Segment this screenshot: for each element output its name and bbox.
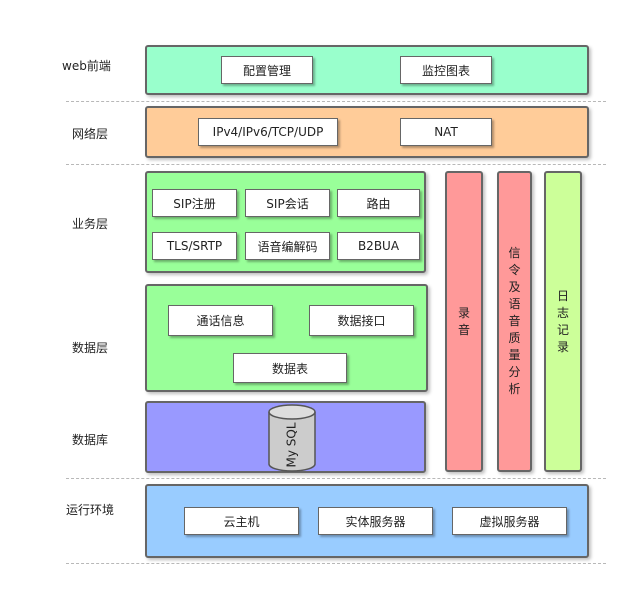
voice-codec-box: 语音编解码 [245,232,330,260]
layer-label-network: 网络层 [72,127,109,141]
sip-register-box: SIP注册 [152,189,237,217]
layer-label-business: 业务层 [72,217,109,231]
cloud-host-box: 云主机 [184,507,299,535]
separator-line [66,563,606,564]
mysql-label-wrap: My SQL [266,420,318,470]
physical-server-box: 实体服务器 [318,507,433,535]
logging-column: 日志记录 [544,171,582,472]
call-info-box: 通话信息 [168,305,273,336]
mysql-database-icon [268,404,316,472]
signaling-analysis-column: 信令及语音质量分析 [497,171,532,472]
b2bua-box: B2BUA [337,232,420,260]
config-management-box: 配置管理 [221,56,313,84]
layer-label-runtime: 运行环境 [66,503,115,517]
data-interface-box: 数据接口 [309,305,414,336]
web-panel [145,45,589,95]
separator-line [66,478,606,479]
monitoring-charts-box: 监控图表 [400,56,492,84]
recording-label: 录音 [457,305,470,337]
nat-box: NAT [400,118,492,146]
mysql-label: My SQL [285,422,299,468]
recording-column: 录音 [445,171,483,472]
layer-label-data: 数据层 [72,341,109,355]
ip-protocols-box: IPv4/IPv6/TCP/UDP [198,118,338,146]
signaling-analysis-label: 信令及语音质量分析 [508,246,521,396]
virtual-server-box: 虚拟服务器 [452,507,567,535]
separator-line [66,101,606,102]
routing-box: 路由 [337,189,420,217]
data-panel [145,284,428,392]
layer-label-database: 数据库 [72,433,109,447]
tls-srtp-box: TLS/SRTP [152,232,237,260]
layer-label-web: web前端 [62,59,111,73]
logging-label: 日志记录 [556,288,569,354]
data-table-box: 数据表 [233,353,347,383]
separator-line [66,164,606,165]
sip-session-box: SIP会话 [245,189,330,217]
